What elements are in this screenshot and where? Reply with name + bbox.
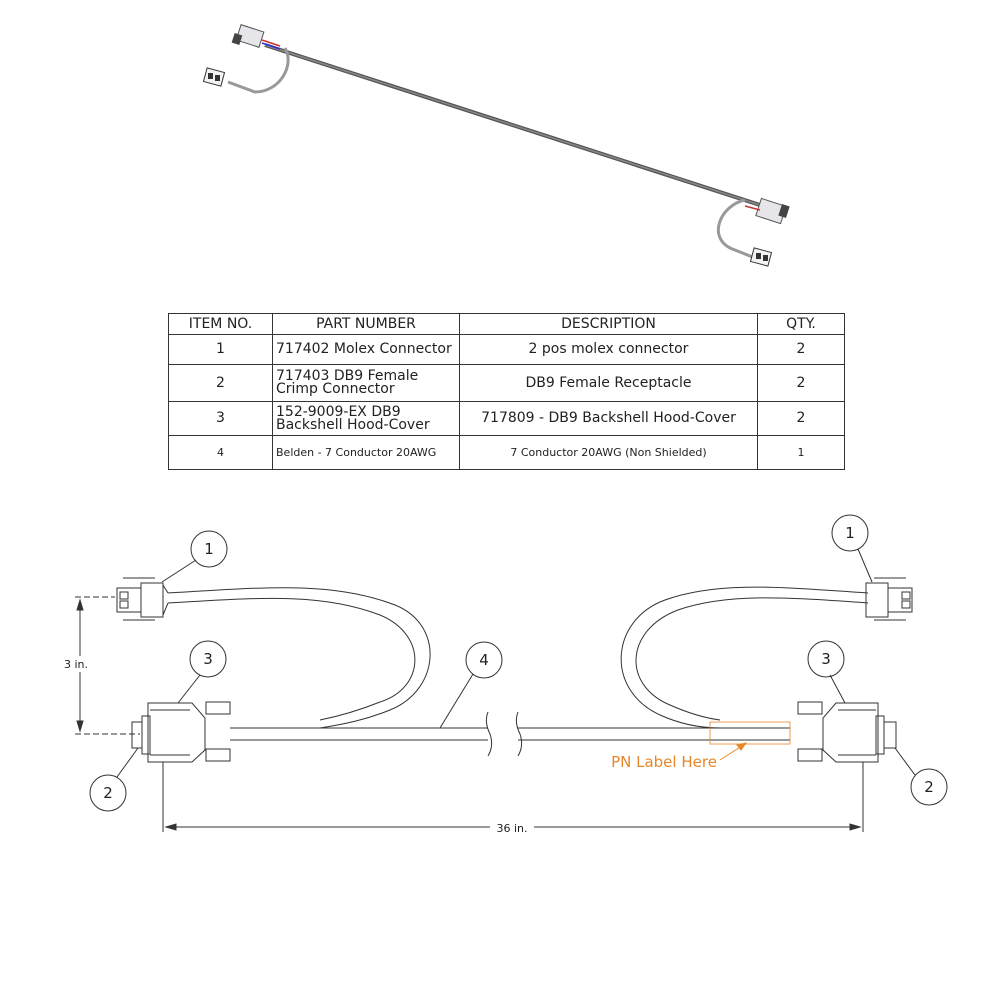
left-loop-cable — [167, 587, 431, 729]
iso-left-db9 — [231, 24, 281, 50]
right-molex-connector — [865, 577, 913, 621]
part-number-cell: Belden - 7 Conductor 20AWG — [272, 435, 460, 470]
item-no-cell: 4 — [168, 435, 273, 470]
isometric-cable-view — [202, 24, 790, 267]
column-header-description: DESCRIPTION — [459, 313, 758, 335]
pn-label-marker — [709, 721, 791, 761]
iso-right-db9 — [744, 197, 790, 225]
height-dimension-label: 3 in. — [64, 658, 88, 671]
balloon-molex-right-label: 1 — [845, 524, 855, 542]
bill-of-materials-table: ITEM NO. PART NUMBER DESCRIPTION QTY. 1 … — [168, 313, 845, 470]
qty-cell: 2 — [757, 401, 845, 436]
part-number-cell: 152-9009-EX DB9 Backshell Hood-Cover — [272, 401, 460, 436]
balloon-hood-right — [807, 640, 845, 678]
balloon-cable — [465, 641, 503, 679]
balloon-molex-right — [831, 514, 869, 552]
left-hood-cover — [147, 701, 231, 763]
balloon-db9-right — [910, 768, 948, 806]
balloon-molex-left-label: 1 — [204, 540, 214, 558]
table-row: 1 717402 Molex Connector 2 pos molex con… — [168, 334, 845, 365]
main-cable — [230, 711, 790, 757]
description-cell: 2 pos molex connector — [459, 334, 758, 365]
column-header-qty: QTY. — [757, 313, 845, 335]
left-db9-connector — [131, 715, 151, 755]
item-no-cell: 1 — [168, 334, 273, 365]
iso-left-molex — [202, 67, 226, 87]
balloon-hood-left-label: 3 — [203, 650, 213, 668]
length-dimension-label: 36 in. — [496, 822, 527, 835]
iso-left-branch — [227, 47, 290, 94]
table-row: 4 Belden - 7 Conductor 20AWG 7 Conductor… — [168, 435, 845, 470]
balloon-molex-left — [190, 530, 228, 568]
balloon-hood-left — [189, 640, 227, 678]
left-molex-connector — [116, 577, 169, 621]
qty-cell: 1 — [757, 435, 845, 470]
iso-right-molex — [749, 247, 773, 267]
balloon-db9-left — [89, 774, 127, 812]
balloon-db9-left-label: 2 — [103, 784, 113, 802]
pn-label-text: PN Label Here — [611, 753, 717, 771]
description-cell: 7 Conductor 20AWG (Non Shielded) — [459, 435, 758, 470]
balloon-hood-right-label: 3 — [821, 650, 831, 668]
balloon-db9-right-label: 2 — [924, 778, 934, 796]
right-hood-cover — [797, 701, 879, 763]
right-loop-cable — [620, 586, 869, 729]
part-number-cell: 717402 Molex Connector — [272, 334, 460, 365]
iso-right-branch — [716, 198, 756, 260]
description-cell: 717809 - DB9 Backshell Hood-Cover — [459, 401, 758, 436]
right-db9-connector — [875, 715, 897, 755]
part-number-cell: 717403 DB9 Female Crimp Connector — [272, 364, 460, 402]
table-row: 3 152-9009-EX DB9 Backshell Hood-Cover 7… — [168, 401, 845, 436]
balloon-cable-label: 4 — [479, 651, 489, 669]
